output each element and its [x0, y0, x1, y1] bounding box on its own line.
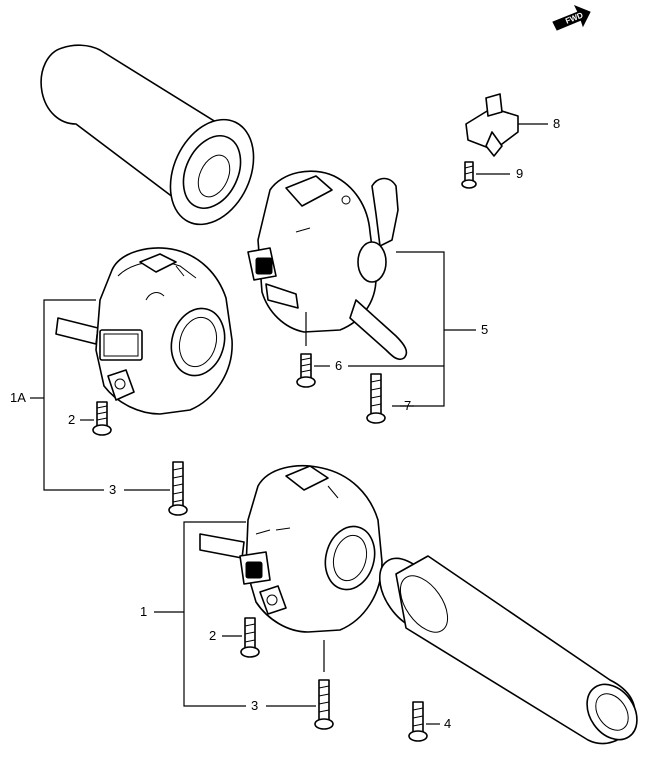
screw-3-upper [168, 461, 188, 516]
screw-3-lower [314, 679, 334, 730]
callout-6: 6 [335, 358, 342, 373]
screw-9 [461, 161, 477, 189]
callout-9: 9 [516, 166, 523, 181]
callout-3-upper: 3 [109, 482, 116, 497]
callout-lines [30, 123, 548, 725]
callout-5: 5 [481, 322, 488, 337]
screw-7 [366, 373, 386, 424]
callout-3-lower: 3 [251, 698, 258, 713]
right-throttle-grip [378, 555, 638, 745]
screw-6 [296, 353, 316, 388]
callout-4: 4 [444, 716, 451, 731]
fwd-arrow-badge: FWD [552, 5, 591, 31]
fwd-label: FWD [564, 10, 584, 25]
switch-part-8 [465, 93, 519, 157]
screw-4 [408, 701, 428, 742]
left-grip [40, 44, 255, 226]
right-switch-housing [199, 464, 383, 633]
callout-7: 7 [404, 398, 411, 413]
screw-2-lower [240, 617, 260, 658]
screw-2-upper [92, 401, 112, 436]
callout-1a: 1A [10, 390, 26, 405]
callout-8: 8 [553, 116, 560, 131]
callout-1: 1 [140, 604, 147, 619]
callout-2-upper: 2 [68, 412, 75, 427]
right-switch-housing-with-lever [247, 170, 408, 361]
callout-2-lower: 2 [209, 628, 216, 643]
left-switch-housing [55, 247, 233, 415]
